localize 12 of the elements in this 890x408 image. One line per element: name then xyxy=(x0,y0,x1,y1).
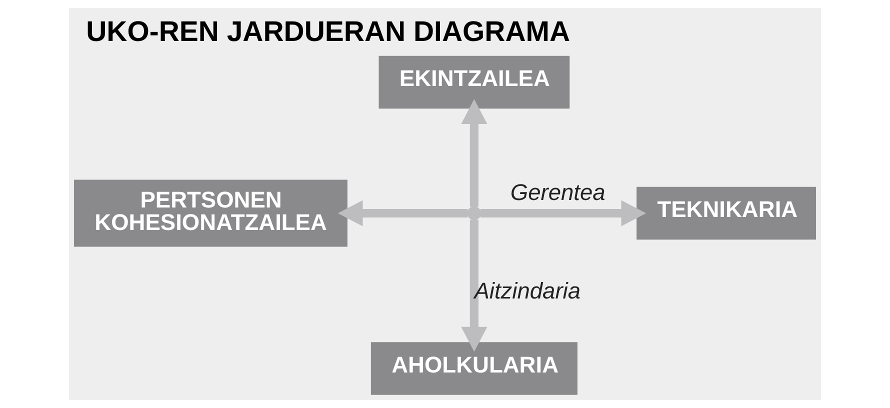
diagram-title: UKO-REN JARDUERAN DIAGRAMA xyxy=(86,16,570,48)
node-box: TEKNIKARIA xyxy=(636,186,816,240)
node-box: AHOLKULARIA xyxy=(370,342,578,395)
edge-label: Aitzindaria xyxy=(474,277,580,304)
edge-label: Gerentea xyxy=(510,179,606,206)
arrow xyxy=(338,200,468,226)
node-box: EKINTZAILEA xyxy=(378,56,570,109)
arrow xyxy=(461,99,488,207)
node-box: PERTSONEN KOHESIONATZAILEA xyxy=(74,180,348,247)
node-point xyxy=(467,206,482,220)
arrow xyxy=(480,200,646,226)
arrow xyxy=(461,220,488,352)
